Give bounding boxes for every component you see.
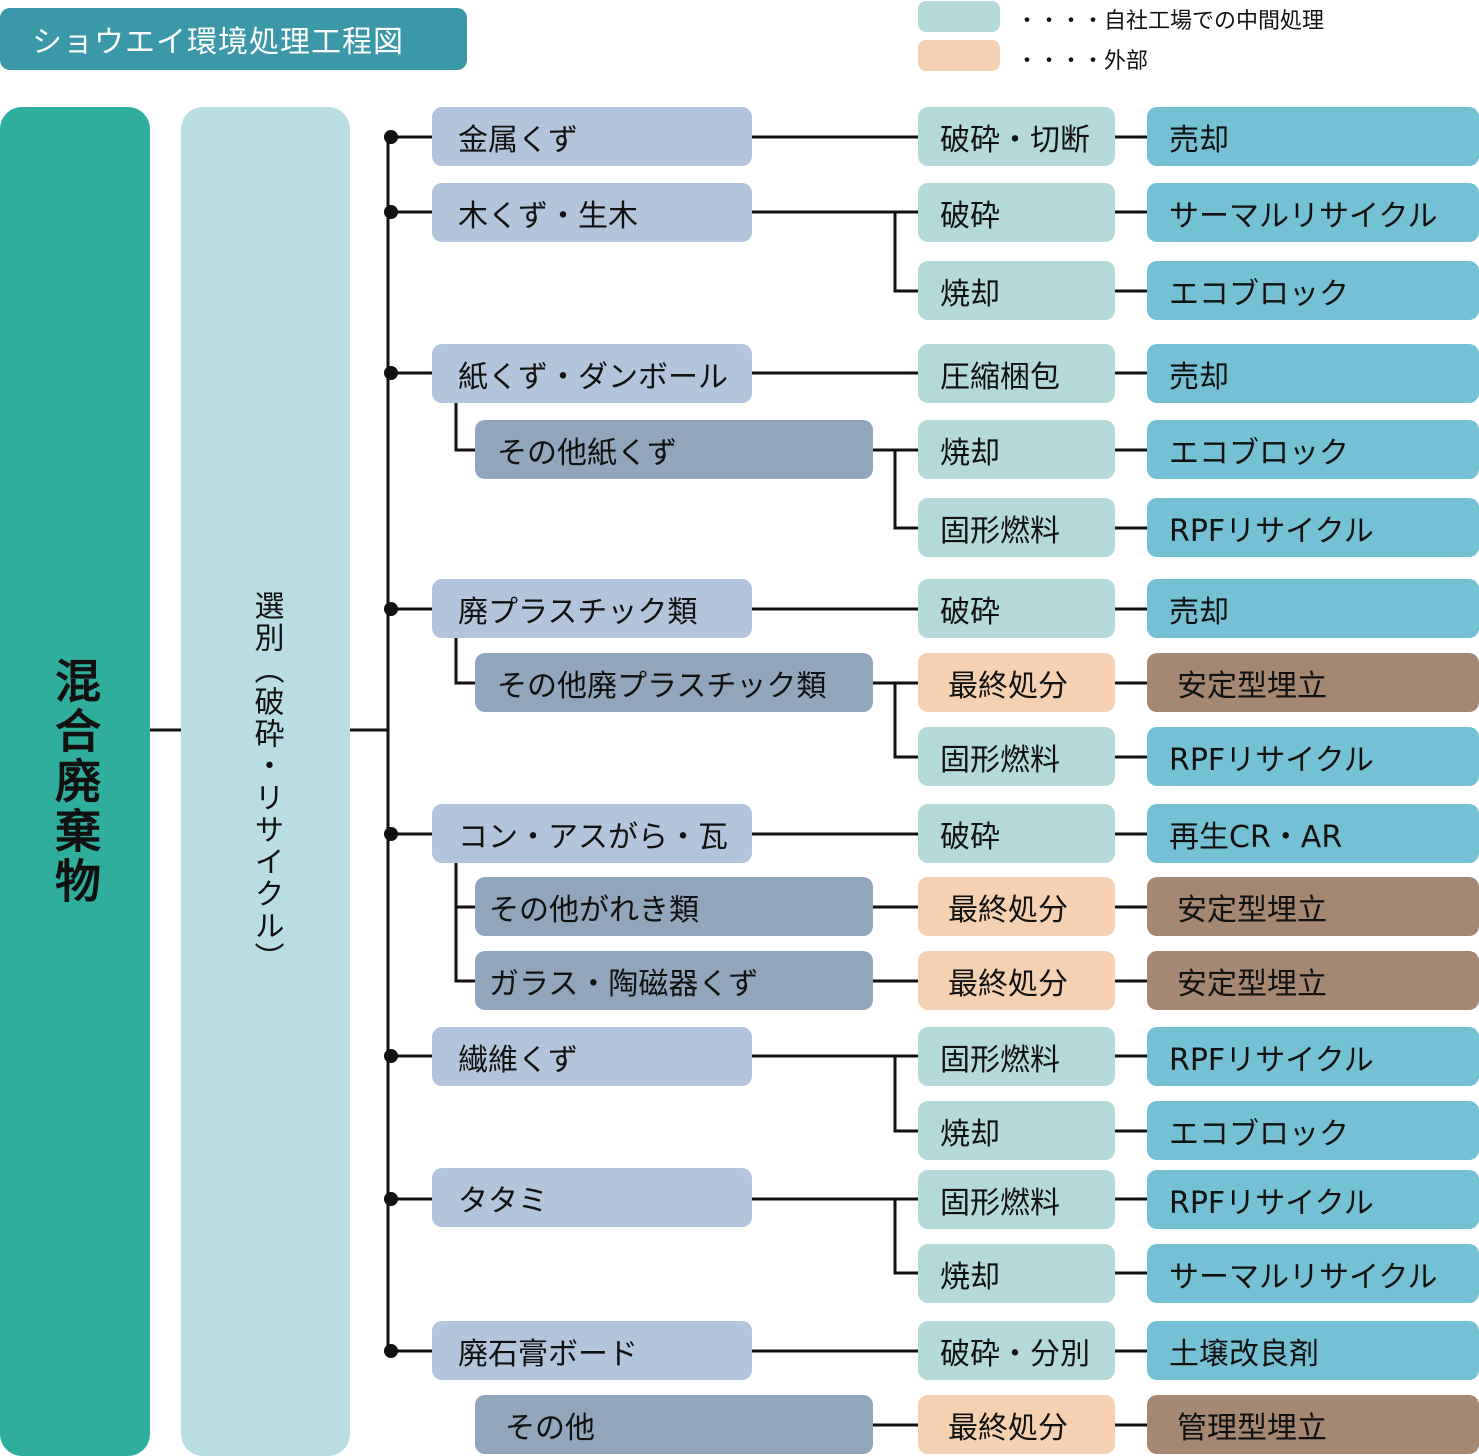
category-plastic: 廃プラスチック類 (432, 579, 752, 638)
process-box-external: 最終処分 (918, 653, 1115, 712)
result-box: RPFリサイクル (1147, 727, 1479, 786)
result-box: 売却 (1147, 344, 1479, 403)
category-tatami: タタミ (432, 1168, 752, 1227)
process-box: 焼却 (918, 1101, 1115, 1160)
sorting-label: 選別（破砕・リサイクル） (248, 589, 284, 974)
category-glass: ガラス・陶磁器くず (475, 951, 873, 1010)
category-rubble-other: その他がれき類 (475, 877, 873, 936)
legend-swatch-internal (918, 1, 1000, 32)
process-box-external: 最終処分 (918, 877, 1115, 936)
junction-dot (384, 1192, 398, 1206)
page-title: ショウエイ環境処理工程図 (0, 8, 467, 70)
process-box: 固形燃料 (918, 498, 1115, 557)
result-box-landfill: 安定型埋立 (1147, 951, 1479, 1010)
junction-dot (384, 366, 398, 380)
legend-swatch-external (918, 40, 1000, 71)
process-box: 破砕 (918, 579, 1115, 638)
junction-dot (384, 205, 398, 219)
result-box: サーマルリサイクル (1147, 183, 1479, 242)
result-box-landfill: 安定型埋立 (1147, 653, 1479, 712)
result-box-landfill: 安定型埋立 (1147, 877, 1479, 936)
process-box: 焼却 (918, 420, 1115, 479)
process-box: 固形燃料 (918, 1170, 1115, 1229)
process-box: 破砕 (918, 804, 1115, 863)
junction-dot (384, 1344, 398, 1358)
sorting-box: 選別（破砕・リサイクル） (181, 107, 350, 1456)
process-box: 焼却 (918, 261, 1115, 320)
result-box-landfill: 管理型埋立 (1147, 1395, 1479, 1454)
category-gypsum: 廃石膏ボード (432, 1321, 752, 1380)
result-box: 売却 (1147, 579, 1479, 638)
junction-dot (384, 602, 398, 616)
result-box: RPFリサイクル (1147, 1027, 1479, 1086)
category-paper-other: その他紙くず (475, 420, 873, 479)
category-plastic-other: その他廃プラスチック類 (475, 653, 873, 712)
result-box: エコブロック (1147, 261, 1479, 320)
mixed-waste-label: 混合廃棄物 (48, 656, 102, 907)
result-box: 売却 (1147, 107, 1479, 166)
process-box: 破砕・分別 (918, 1321, 1115, 1380)
junction-dot (384, 827, 398, 841)
process-box: 焼却 (918, 1244, 1115, 1303)
process-box: 固形燃料 (918, 727, 1115, 786)
junction-dot (384, 130, 398, 144)
legend-label-external: ・・・・外部 (1016, 49, 1149, 74)
result-box: エコブロック (1147, 420, 1479, 479)
result-box: RPFリサイクル (1147, 1170, 1479, 1229)
process-box: 破砕 (918, 183, 1115, 242)
junction-dot (384, 1049, 398, 1063)
result-box: サーマルリサイクル (1147, 1244, 1479, 1303)
result-box: エコブロック (1147, 1101, 1479, 1160)
process-box: 破砕・切断 (918, 107, 1115, 166)
legend-label-internal: ・・・・自社工場での中間処理 (1016, 9, 1325, 34)
category-metal: 金属くず (432, 107, 752, 166)
category-fiber: 繊維くず (432, 1027, 752, 1086)
category-other: その他 (475, 1395, 873, 1454)
category-wood: 木くず・生木 (432, 183, 752, 242)
category-concrete: コン・アスがら・瓦 (432, 804, 752, 863)
process-box-external: 最終処分 (918, 951, 1115, 1010)
result-box: 再生CR・AR (1147, 804, 1479, 863)
process-box: 圧縮梱包 (918, 344, 1115, 403)
mixed-waste-box: 混合廃棄物 (0, 107, 150, 1456)
process-box: 固形燃料 (918, 1027, 1115, 1086)
result-box: 土壌改良剤 (1147, 1321, 1479, 1380)
category-paper: 紙くず・ダンボール (432, 344, 752, 403)
result-box: RPFリサイクル (1147, 498, 1479, 557)
process-box-external: 最終処分 (918, 1395, 1115, 1454)
